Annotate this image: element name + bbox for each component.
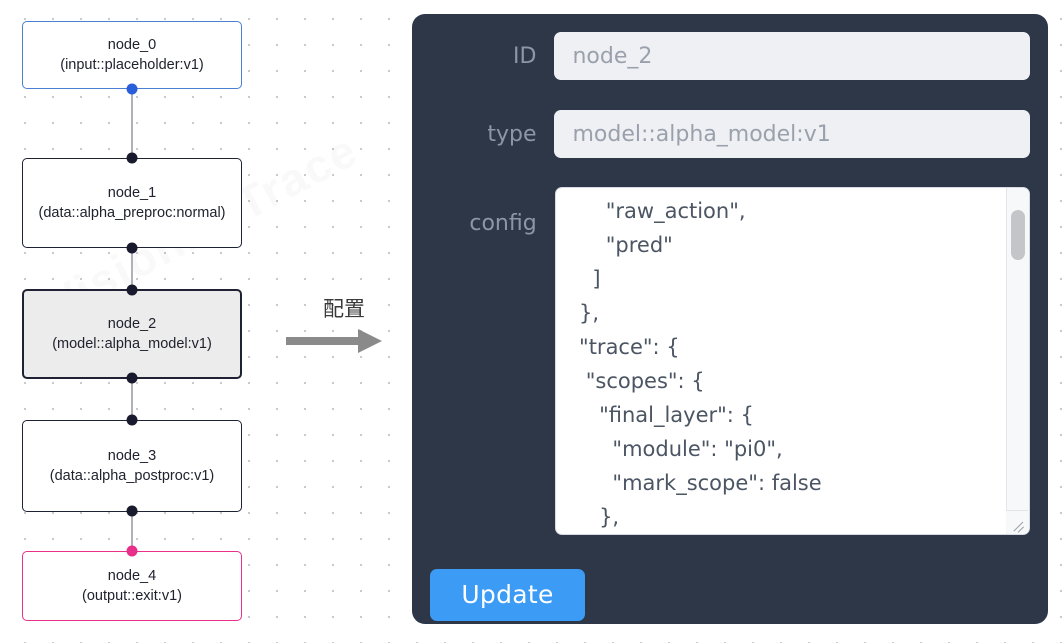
edge-node3-node4 [131, 511, 133, 551]
arrow-right-icon [286, 329, 382, 353]
field-row-config: config "raw_action", "pred" ] }, "trace"… [430, 187, 1030, 535]
config-scrollbar-thumb[interactable] [1011, 210, 1025, 260]
graph-node-node_3[interactable]: node_3(data::alpha_postproc:v1) [22, 420, 242, 512]
node-handle-target-node_4[interactable] [126, 545, 138, 557]
graph-node-node_4[interactable]: node_4(output::exit:v1) [22, 551, 242, 621]
graph-node-label: node_0(input::placeholder:v1) [31, 35, 233, 75]
graph-node-node_1[interactable]: node_1(data::alpha_preproc:normal) [22, 158, 242, 248]
node-handle-target-node_3[interactable] [126, 414, 138, 426]
node-properties-panel: ID type config "raw_action", "pred" ] },… [412, 14, 1048, 624]
graph-node-subtitle: (model::alpha_model:v1) [52, 336, 212, 352]
graph-node-title: node_4 [107, 568, 157, 584]
graph-node-subtitle: (output::exit:v1) [82, 588, 182, 604]
graph-node-title: node_0 [107, 37, 157, 53]
annotation-group: 配置 [286, 296, 402, 356]
graph-node-title: node_1 [107, 185, 157, 201]
type-field-label: type [487, 121, 537, 147]
field-row-type: type [430, 110, 1030, 158]
graph-node-subtitle: (data::alpha_postproc:v1) [49, 468, 215, 484]
config-field-label: config [469, 211, 537, 236]
node-handle-source-node_0[interactable] [126, 83, 138, 95]
field-row-id: ID [430, 32, 1030, 80]
graph-node-label: node_3(data::alpha_postproc:v1) [31, 446, 233, 486]
node-handle-target-node_1[interactable] [126, 152, 138, 164]
edge-node1-node2 [131, 248, 133, 290]
graph-node-subtitle: (data::alpha_preproc:normal) [38, 205, 226, 221]
graph-node-node_2[interactable]: node_2(model::alpha_model:v1) [22, 289, 242, 379]
id-input[interactable] [554, 32, 1030, 80]
config-scrollbar[interactable] [1006, 188, 1029, 534]
node-handle-source-node_3[interactable] [126, 505, 138, 517]
node-handle-source-node_1[interactable] [126, 242, 138, 254]
config-textarea[interactable]: "raw_action", "pred" ] }, "trace": { "sc… [579, 199, 822, 529]
annotation-label: 配置 [323, 297, 365, 321]
update-button[interactable]: Update [430, 569, 585, 621]
graph-node-title: node_3 [107, 448, 157, 464]
id-field-label: ID [513, 43, 537, 69]
edge-node2-node3 [131, 377, 133, 419]
edge-node0-node1 [131, 88, 133, 158]
node-handle-target-node_2[interactable] [126, 284, 138, 296]
node-handle-source-node_2[interactable] [126, 372, 138, 384]
graph-node-subtitle: (input::placeholder:v1) [60, 57, 204, 73]
type-input[interactable] [554, 110, 1030, 158]
graph-node-label: node_2(model::alpha_model:v1) [32, 314, 232, 354]
graph-node-title: node_2 [107, 316, 157, 332]
graph-node-label: node_4(output::exit:v1) [31, 566, 233, 606]
config-resize-grip[interactable] [1006, 510, 1028, 533]
config-editor[interactable]: "raw_action", "pred" ] }, "trace": { "sc… [554, 187, 1030, 535]
graph-node-node_0[interactable]: node_0(input::placeholder:v1) [22, 21, 242, 89]
graph-node-label: node_1(data::alpha_preproc:normal) [31, 183, 233, 223]
